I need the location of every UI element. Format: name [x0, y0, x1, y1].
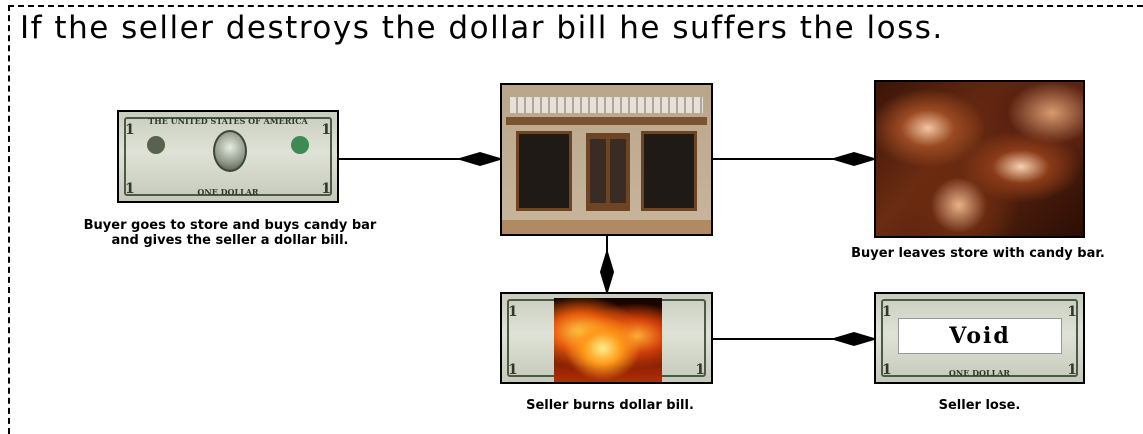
- bill-denomination: 1: [882, 362, 892, 378]
- caption-burn: Seller burns dollar bill.: [526, 398, 694, 413]
- arrowhead-burn-to-void: [830, 331, 878, 347]
- burning-bill-image: 1 1 1: [500, 292, 713, 384]
- arrowhead-bill-to-store: [456, 151, 504, 167]
- bill-footer: ONE DOLLAR: [948, 368, 1011, 378]
- caption-void: Seller lose.: [938, 398, 1021, 413]
- caption-line-2: and gives the seller a dollar bill.: [111, 233, 349, 248]
- dashed-frame-top: [8, 5, 1143, 7]
- bill-denomination: 1: [321, 122, 331, 138]
- arrowhead-store-to-candy: [830, 151, 878, 167]
- page-title: If the seller destroys the dollar bill h…: [20, 10, 944, 46]
- bill-denomination: 1: [125, 122, 135, 138]
- bill-denomination: 1: [125, 181, 135, 197]
- store-step: [502, 220, 711, 234]
- treasury-seal-icon: [147, 136, 165, 154]
- bill-denomination: 1: [882, 304, 892, 320]
- bill-denomination: 1: [508, 304, 518, 320]
- caption-buyer-pays: Buyer goes to store and buys candy bar a…: [30, 218, 430, 248]
- store-door: [586, 133, 630, 211]
- bill-border: [124, 117, 332, 196]
- void-bill-image: 1 1 1 1 Void ONE DOLLAR: [874, 292, 1085, 384]
- caption-candy: Buyer leaves store with candy bar.: [851, 246, 1105, 261]
- store-awning: [506, 117, 707, 125]
- federal-seal-icon: [291, 136, 309, 154]
- dollar-bill-image: THE UNITED STATES OF AMERICA 1 1 1 1 ONE…: [117, 110, 339, 203]
- chocolate-image: [874, 80, 1085, 238]
- bill-denomination: 1: [695, 362, 705, 378]
- bill-denomination: 1: [321, 181, 331, 197]
- store-sign: [510, 97, 703, 113]
- arrowhead-store-to-burn: [599, 248, 615, 296]
- storefront-image: [500, 83, 713, 236]
- flames-icon: [554, 298, 662, 382]
- door-pane: [590, 139, 606, 203]
- store-window-left: [516, 131, 572, 211]
- caption-line-1: Buyer goes to store and buys candy bar: [83, 218, 377, 233]
- store-window-right: [641, 131, 697, 211]
- bill-border: [881, 299, 1078, 377]
- door-pane: [610, 139, 626, 203]
- bill-header: THE UNITED STATES OF AMERICA: [148, 116, 308, 126]
- bill-footer: ONE DOLLAR: [197, 187, 259, 197]
- void-stamp: Void: [898, 318, 1062, 354]
- bill-denomination: 1: [508, 362, 518, 378]
- portrait-icon: [213, 130, 247, 172]
- bill-denomination: 1: [1067, 362, 1077, 378]
- dashed-frame-left: [8, 5, 10, 434]
- bill-denomination: 1: [1067, 304, 1077, 320]
